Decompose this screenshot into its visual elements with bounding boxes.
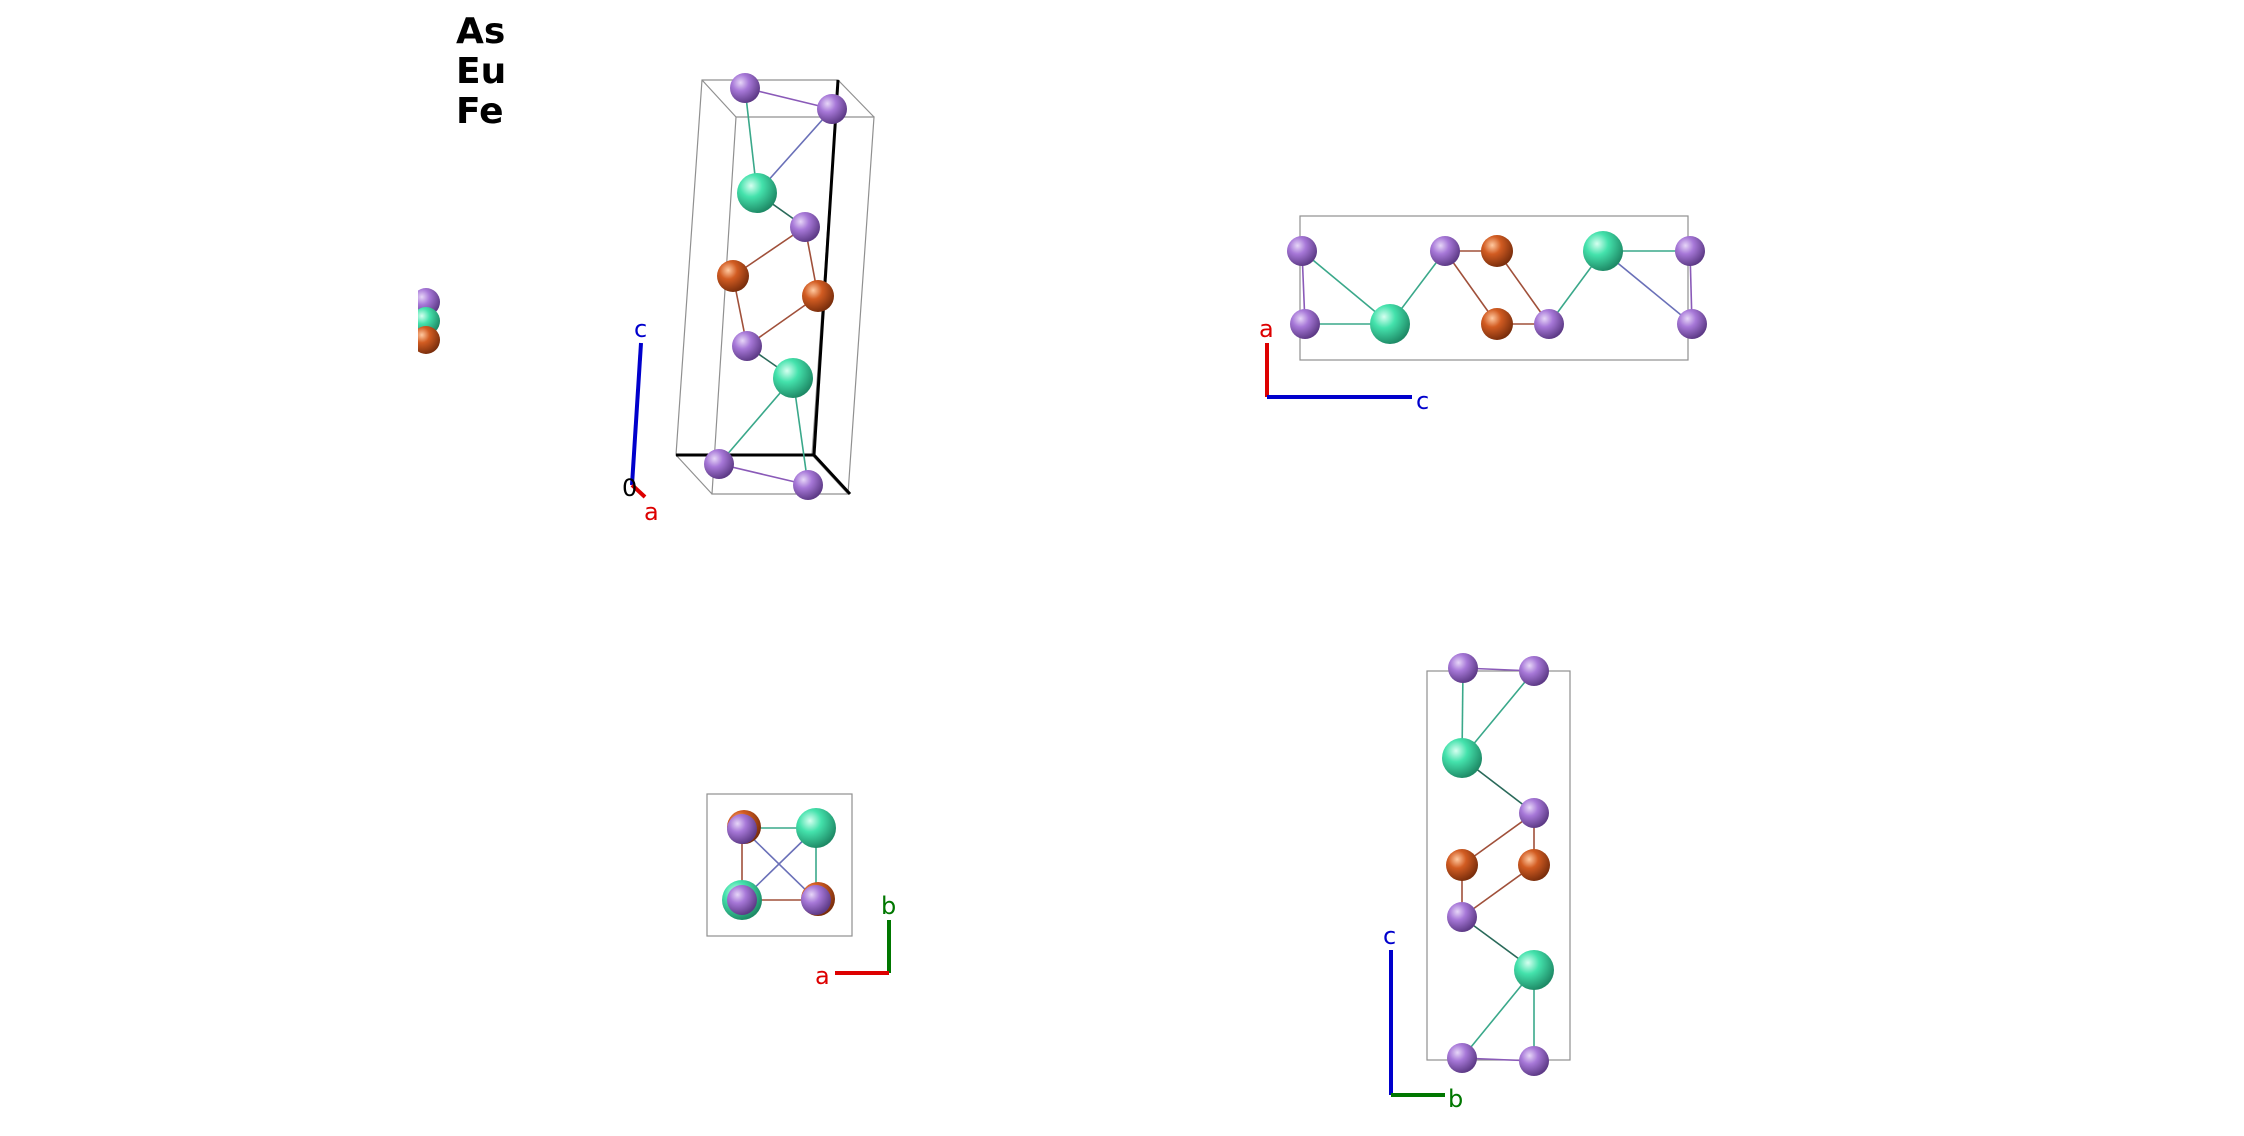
legend-swatch-stack — [380, 280, 440, 360]
eu-atom — [773, 358, 813, 398]
as-atom — [801, 885, 831, 915]
as-atom — [1534, 309, 1564, 339]
atoms — [704, 73, 847, 500]
axis-a-label: a — [815, 962, 830, 990]
as-atom — [730, 73, 760, 103]
as-atom — [1287, 236, 1317, 266]
cell-edges-bold — [676, 79, 852, 496]
axis-b-label: b — [1448, 1085, 1463, 1113]
legend-swatch-mask — [380, 280, 418, 360]
as-atom — [1519, 656, 1549, 686]
axis-triad: c 0 a — [622, 315, 659, 526]
axis-a-label: a — [1259, 315, 1274, 343]
as-atom — [1448, 653, 1478, 683]
as-atom — [793, 470, 823, 500]
legend-label-fe: Fe — [456, 91, 504, 132]
projection-view-a-c: a c — [1259, 215, 1707, 415]
fe-atom — [802, 280, 834, 312]
unit-cell-box — [1299, 215, 1689, 361]
as-atom — [727, 814, 757, 844]
eu-atom — [1370, 304, 1410, 344]
eu-atom — [737, 173, 777, 213]
as-atom — [732, 331, 762, 361]
axis-origin-label: 0 — [622, 474, 637, 502]
as-atom — [727, 885, 757, 915]
fe-atom — [1481, 308, 1513, 340]
eu-atom — [1514, 950, 1554, 990]
as-atom — [1290, 309, 1320, 339]
atoms — [1287, 231, 1707, 344]
axis-triad: a c — [1259, 315, 1429, 415]
eu-atom — [1442, 738, 1482, 778]
projection-view-b-c: c b — [1383, 653, 1571, 1113]
unit-cell-box — [675, 79, 875, 495]
eu-atom — [796, 808, 836, 848]
as-atom — [704, 449, 734, 479]
fe-atom — [717, 260, 749, 292]
as-atom — [1677, 309, 1707, 339]
legend-label-eu: Eu — [456, 51, 506, 92]
as-atom — [1675, 236, 1705, 266]
axis-c-line — [630, 342, 643, 486]
fe-atom — [1518, 849, 1550, 881]
axis-triad: c b — [1383, 922, 1463, 1113]
as-atom — [817, 94, 847, 124]
element-legend: As Eu Fe — [380, 11, 506, 360]
perspective-view: c 0 a — [622, 73, 875, 526]
atoms — [1442, 653, 1554, 1076]
as-atom — [1447, 902, 1477, 932]
as-atom — [790, 212, 820, 242]
legend-fe-swatch — [412, 326, 440, 354]
fe-atom — [1481, 235, 1513, 267]
atoms — [722, 808, 836, 920]
axis-c-label: c — [634, 315, 647, 343]
as-atom — [1430, 236, 1460, 266]
unit-cell-box — [706, 793, 853, 937]
as-atom — [1447, 1043, 1477, 1073]
as-atom — [1519, 798, 1549, 828]
axis-a-line — [630, 483, 647, 499]
axis-a-label: a — [644, 498, 659, 526]
axis-triad: b a — [815, 892, 896, 990]
axis-b-label: b — [881, 892, 896, 920]
axis-c-label: c — [1416, 387, 1429, 415]
axis-c-label: c — [1383, 922, 1396, 950]
fe-atom — [1446, 849, 1478, 881]
projection-view-a-b: b a — [706, 793, 896, 990]
as-atom — [1519, 1046, 1549, 1076]
eu-atom — [1583, 231, 1623, 271]
legend-label-as: As — [456, 11, 505, 52]
